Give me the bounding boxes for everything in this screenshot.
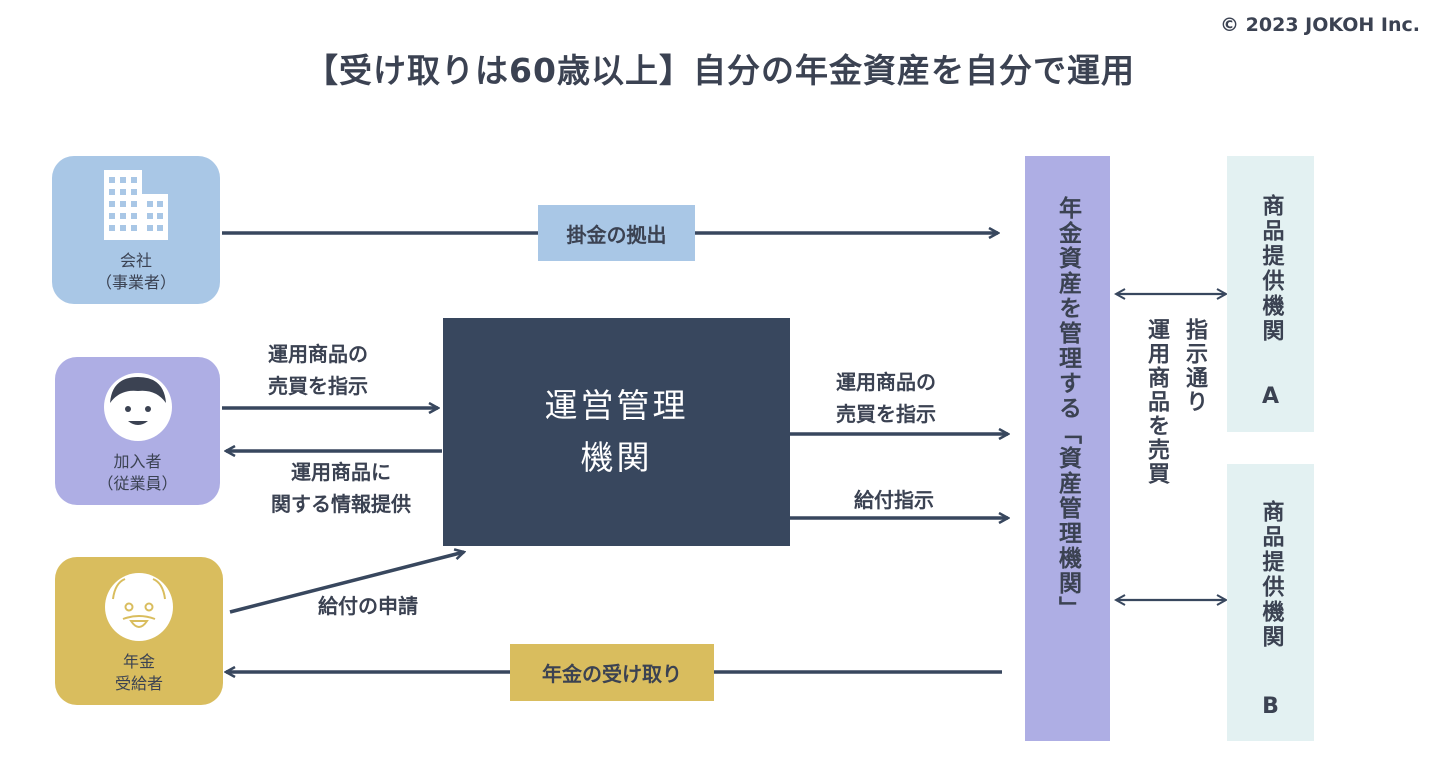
pension-receipt-label: 年金の受け取り	[510, 644, 714, 701]
pensioner-sublabel: 受給者	[114, 674, 163, 693]
member-label: 加入者	[113, 452, 162, 471]
contribution-label: 掛金の拠出	[538, 205, 695, 261]
page-title: 【受け取りは60歳以上】自分の年金資産を自分で運用	[305, 51, 1135, 90]
company-sublabel: （事業者）	[95, 273, 176, 292]
provider-a-name: 商品提供機関	[1258, 194, 1284, 344]
member-instruction-label: 運用商品の 売買を指示	[268, 338, 368, 402]
provider-b-box	[1227, 464, 1314, 741]
member-sublabel: （従業員）	[97, 474, 178, 493]
building-icon	[104, 170, 168, 240]
pensioner-box: 年金 受給者	[55, 557, 223, 705]
company-box: 会社 （事業者）	[52, 156, 220, 304]
asset-manager-bar	[1025, 156, 1110, 741]
elder-icon	[105, 573, 173, 641]
provider-a-box	[1227, 156, 1314, 432]
center-instruction-line2: 売買を指示	[836, 402, 936, 426]
provider-a-letter: A	[1261, 384, 1280, 409]
person-icon	[103, 373, 172, 441]
admin-agency-line1: 運営管理	[544, 386, 689, 425]
asset-manager-label: 年金資産を管理する「資産管理機関」	[1054, 196, 1081, 621]
trade-label-instruction: 指示通り	[1182, 318, 1207, 414]
info-provision-label: 運用商品に 関する情報提供	[246, 456, 436, 520]
center-instruction-label: 運用商品の 売買を指示	[836, 366, 936, 430]
provider-b-name: 商品提供機関	[1258, 500, 1284, 650]
admin-agency-line2: 機関	[580, 438, 653, 477]
info-provision-line1: 運用商品に	[291, 460, 391, 484]
provider-b-letter: B	[1262, 694, 1279, 719]
copyright: © 2023 JOKOH Inc.	[1220, 14, 1420, 36]
info-provision-line2: 関する情報提供	[271, 492, 411, 516]
member-box: 加入者 （従業員）	[55, 357, 220, 505]
trade-label-buysell: 運用商品を売買	[1144, 318, 1169, 486]
admin-agency-box: 運営管理 機関	[443, 318, 790, 546]
member-instruction-line1: 運用商品の	[268, 342, 368, 366]
pensioner-label: 年金	[122, 652, 155, 671]
benefit-request-label: 給付の申請	[318, 594, 418, 618]
member-instruction-line2: 売買を指示	[268, 374, 368, 398]
company-label: 会社	[119, 251, 152, 270]
arrow-benefit-request	[229, 552, 464, 614]
center-instruction-line1: 運用商品の	[836, 370, 936, 394]
benefit-instruction-label: 給付指示	[854, 488, 934, 512]
